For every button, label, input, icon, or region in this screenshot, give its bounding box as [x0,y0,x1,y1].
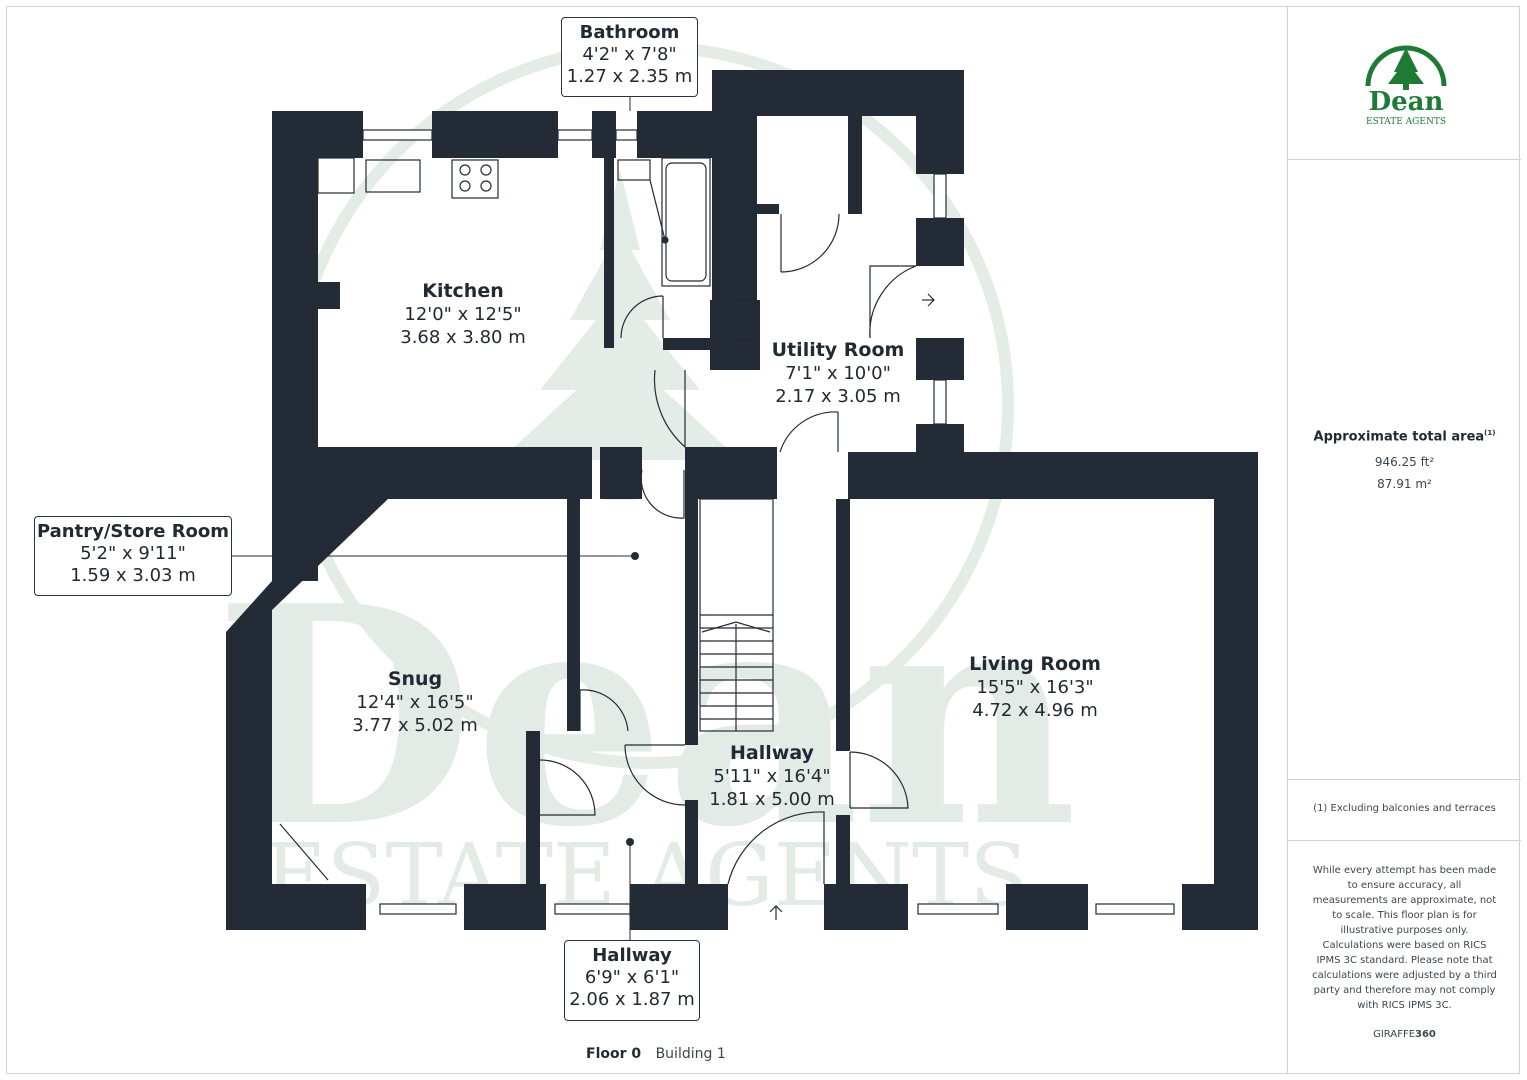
bathroom-door [620,295,664,339]
callout-name: Hallway [592,945,672,966]
doors [279,213,917,885]
entrance-arrow-icon [769,293,935,920]
tree-logo-icon: Dean ESTATE AGENTS [1365,45,1447,127]
room-metric: 3.68 x 3.80 m [400,327,526,348]
area-footnote: (1) Excluding balconies and terraces [1313,803,1496,814]
room-imperial: 7'1" x 10'0" [785,363,891,384]
page-frame [6,6,1520,1074]
room-metric: 3.77 x 5.02 m [352,715,478,736]
area-ft: 946.25 ft² [1374,455,1435,469]
sidebar-divider [1288,779,1521,780]
floor-label: Floor 0 [586,1046,642,1062]
room-metric: 4.72 x 4.96 m [972,700,1098,721]
callout-pantry: Pantry/Store Room 5'2" x 9'11" 1.59 x 3.… [34,516,232,596]
utility-rear-door [869,265,917,339]
utility-door [779,411,839,453]
callout-name: Pantry/Store Room [36,521,230,542]
hallway-entry-marker [626,838,634,846]
room-name: Living Room [969,653,1101,675]
disclaimer: While every attempt has been made to ens… [1312,865,1497,936]
info-sidebar: Dean ESTATE AGENTS Approximate total are… [1287,6,1521,1074]
callout-imperial: 4'2" x 7'8" [582,44,677,65]
room-name: Utility Room [771,339,905,361]
area-footnote-mark: (1) [1484,429,1496,437]
floor-footer: Floor 0 Building 1 [586,1046,726,1062]
bath-tub [661,157,711,287]
room-imperial: 15'5" x 16'3" [976,677,1094,698]
room-imperial: 12'4" x 16'5" [356,692,474,713]
kitchen-door [653,369,686,448]
area-title-text: Approximate total area [1313,429,1485,445]
bath-basin [617,159,651,181]
room-metric: 1.81 x 5.00 m [709,789,835,810]
room-imperial: 12'0" x 12'5" [404,304,522,325]
fixtures [317,157,774,732]
room-label-snug: Snug 12'4" x 16'5" 3.77 x 5.02 m [352,667,478,737]
staircase [699,498,774,732]
room-imperial: 5'11" x 16'4" [713,766,831,787]
room-label-kitchen: Kitchen 12'0" x 12'5" 3.68 x 3.80 m [400,279,526,349]
pantry-marker [631,552,639,560]
area-m: 87.91 m² [1377,477,1432,491]
watermark-word: Dean [214,540,1078,893]
callout-hallway-entry: Hallway 6'9" x 6'1" 2.06 x 1.87 m [564,940,700,1021]
logo-tagline: ESTATE AGENTS [1366,117,1446,127]
brand-logo: Dean ESTATE AGENTS [1356,34,1456,134]
room-label-living: Living Room 15'5" x 16'3" 4.72 x 4.96 m [969,652,1101,722]
kitchen-hob [451,159,499,199]
living-door [849,751,909,809]
calculation-note: Calculations were based on RICS IPMS 3C … [1312,940,1497,1011]
logo-word: Dean [1369,87,1444,117]
callout-name: Bathroom [579,22,680,43]
callout-imperial: 6'9" x 6'1" [584,967,680,988]
pantry-lower-door [579,689,629,732]
windows [362,129,1175,915]
room-name: Hallway [730,742,814,764]
building-label: Building 1 [655,1046,726,1062]
walls [226,70,1258,930]
room-metric: 2.17 x 3.05 m [775,386,901,407]
snug-bay-door [279,823,329,881]
callout-metric: 2.06 x 1.87 m [569,989,695,1010]
sidebar-divider [1288,159,1521,160]
snug-door [539,759,596,816]
callout-metric: 1.59 x 3.03 m [70,565,196,586]
callout-metric: 1.27 x 2.35 m [566,66,693,87]
area-title: Approximate total area(1) [1288,429,1521,444]
front-door [727,811,825,885]
brand-suffix: 360 [1415,1029,1436,1040]
kitchen-sink [365,159,421,193]
callout-bathroom: Bathroom 4'2" x 7'8" 1.27 x 2.35 m [561,17,698,97]
pantry-door [640,469,685,519]
room-name: Snug [387,668,443,690]
callout-leaders [232,97,635,940]
brand-mark: GIRAFFE360 [1288,1029,1521,1040]
watermark-tree [500,170,740,500]
hall-inner-door [624,744,686,806]
room-label-utility: Utility Room 7'1" x 10'0" 2.17 x 3.05 m [772,338,905,408]
sidebar-divider [1288,840,1521,841]
room-label-hallway: Hallway 5'11" x 16'4" 1.81 x 5.00 m [709,741,835,811]
callout-imperial: 5'2" x 9'11" [80,543,186,564]
room-name: Kitchen [422,280,504,302]
brand-prefix: GIRAFFE [1373,1029,1416,1040]
utility-cupboard-door [780,213,840,273]
